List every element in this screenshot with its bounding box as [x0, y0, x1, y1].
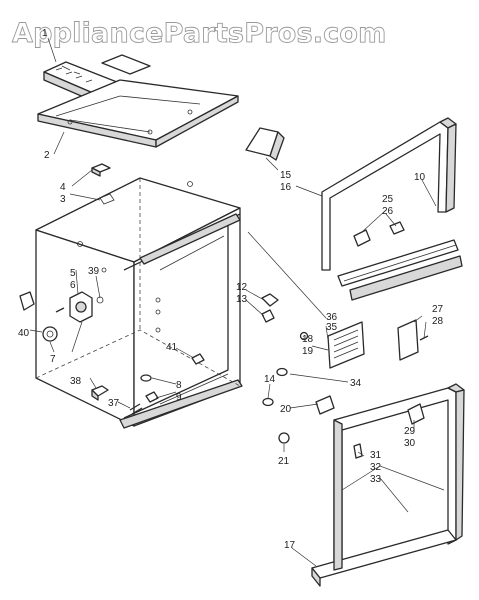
- callout-9: 9: [176, 392, 182, 403]
- callout-3: 3: [60, 194, 66, 205]
- callout-21: 21: [278, 456, 290, 467]
- callout-6: 6: [70, 280, 76, 291]
- callout-27: 27: [432, 304, 444, 315]
- callout-25: 25: [382, 194, 394, 205]
- part-25-26-brackets: [353, 221, 405, 247]
- part-vent-grille: [327, 321, 365, 369]
- callout-26: 26: [382, 206, 394, 217]
- callout-32: 32: [370, 462, 382, 473]
- callout-19: 19: [302, 346, 314, 357]
- part-41-clip: [191, 353, 205, 365]
- callout-1: 1: [42, 28, 48, 39]
- part-38-block: [91, 385, 109, 401]
- callout-12: 12: [236, 282, 248, 293]
- part-18-screw: [299, 331, 309, 341]
- callout-40: 40: [18, 328, 30, 339]
- callout-39: 39: [88, 266, 100, 277]
- callout-33: 33: [370, 474, 382, 485]
- callout-41: 41: [166, 342, 178, 353]
- callout-15: 15: [280, 170, 292, 181]
- part-motor-assembly: [55, 291, 104, 323]
- part-door-rails: [337, 239, 463, 301]
- part-29-31-small: [353, 403, 425, 459]
- part-27-28-bracket: [397, 319, 429, 361]
- callout-30: 30: [404, 438, 416, 449]
- callout-2: 2: [44, 150, 50, 161]
- callout-34: 34: [350, 378, 362, 389]
- leader-lines: [29, 37, 445, 567]
- part-12-13-fittings: [261, 293, 279, 323]
- part-clip: [91, 163, 111, 177]
- callout-8: 8: [176, 380, 182, 391]
- callout-4: 4: [60, 182, 66, 193]
- callout-36: 36: [326, 312, 338, 323]
- callout-labels: 1 2 3 4 5 6 7 8 9 10 12 13 14 15 16 17 1…: [18, 28, 444, 551]
- callout-17: 17: [284, 540, 296, 551]
- part-8-9-components: [140, 374, 159, 403]
- part-15-latch: [245, 127, 285, 161]
- callout-5: 5: [70, 268, 76, 279]
- callout-14: 14: [264, 374, 276, 385]
- part-40-motor: [19, 291, 58, 342]
- callout-20: 20: [280, 404, 292, 415]
- part-cabinet-box: [35, 177, 243, 429]
- part-door-frame-top: [321, 117, 457, 271]
- callout-10: 10: [414, 172, 426, 183]
- callout-18: 18: [302, 334, 314, 345]
- part-top-cover: [37, 79, 239, 148]
- callout-29: 29: [404, 426, 416, 437]
- part-door-frame-bottom: [311, 383, 465, 587]
- callout-16: 16: [280, 182, 292, 193]
- part-small-fittings: [262, 367, 335, 444]
- callout-13: 13: [236, 294, 248, 305]
- callout-28: 28: [432, 316, 444, 327]
- callout-7: 7: [50, 354, 56, 365]
- callout-37: 37: [108, 398, 120, 409]
- part-37-screw: [129, 403, 143, 415]
- callout-38: 38: [70, 376, 82, 387]
- callout-31: 31: [370, 450, 382, 461]
- watermark-text: AppliancePartsPros.com: [12, 18, 386, 49]
- callout-35: 35: [326, 322, 338, 333]
